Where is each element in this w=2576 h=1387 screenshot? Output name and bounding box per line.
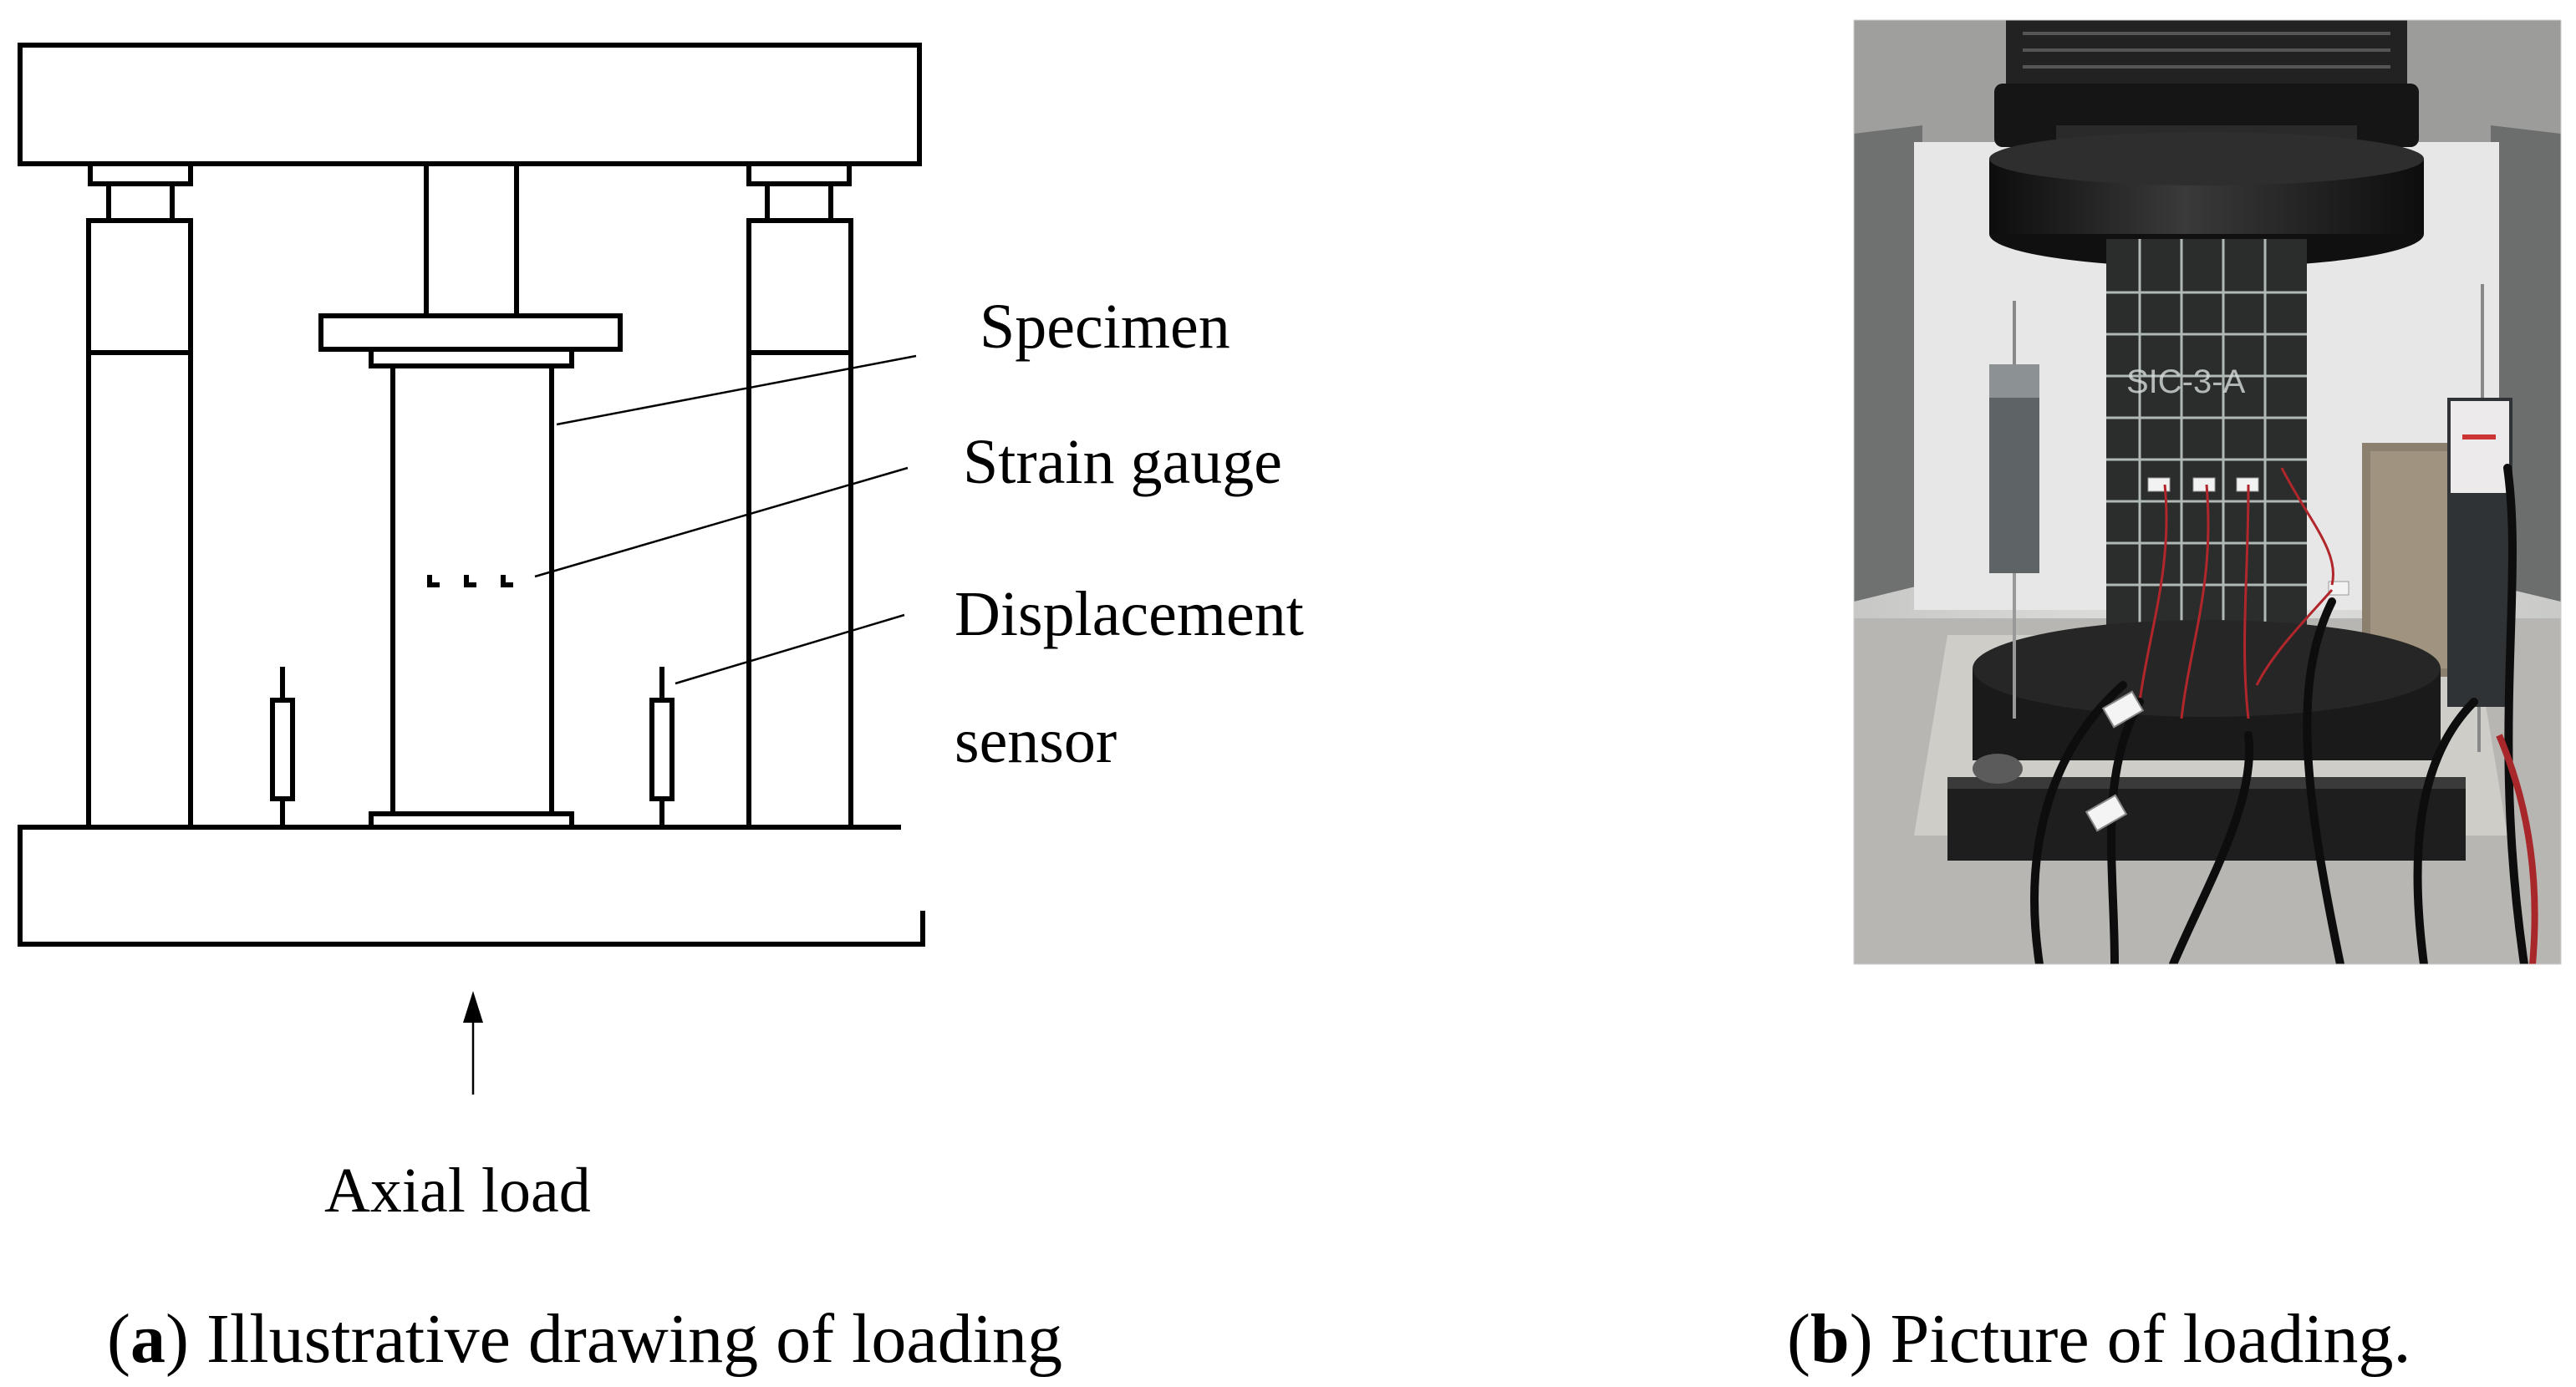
loading-photo: SIC-3-A <box>1854 20 2561 964</box>
photo-specimen-marking: SIC-3-A <box>2126 363 2246 400</box>
caption-b-open-paren: ( <box>1787 1300 1810 1378</box>
caption-b: (b) Picture of loading. <box>1787 1300 2411 1378</box>
specimen-column <box>390 363 554 818</box>
photo-lvdt-left <box>1989 364 2039 573</box>
top-crossbeam <box>18 43 922 166</box>
caption-b-text: ) Picture of loading. <box>1850 1300 2411 1378</box>
displacement-sensor-label-line1: Displacement <box>955 579 1304 649</box>
caption-a-letter: a <box>130 1300 165 1378</box>
displacement-sensor-left <box>270 667 295 827</box>
displacement-leader <box>675 613 905 685</box>
axial-load-arrow <box>463 991 483 1095</box>
loading-plate <box>318 313 623 352</box>
displacement-sensor-right <box>649 667 675 827</box>
leader-lines <box>534 354 917 685</box>
photo-frame <box>1853 19 2562 965</box>
base-plate <box>18 825 925 947</box>
caption-a-text: ) Illustrative drawing of loading <box>165 1300 1062 1378</box>
right-column <box>746 161 853 830</box>
specimen-label: Specimen <box>980 292 1230 362</box>
caption-a-open-paren: ( <box>107 1300 130 1378</box>
photo-specimen <box>2106 239 2307 687</box>
axial-load-label: Axial load <box>324 1156 591 1226</box>
left-column <box>86 161 193 830</box>
loading-schematic <box>18 43 925 947</box>
strain-gauge-label: Strain gauge <box>963 427 1282 497</box>
strain-gauges <box>427 575 513 587</box>
caption-a: (a) Illustrative drawing of loading <box>107 1300 1062 1378</box>
caption-b-letter: b <box>1810 1300 1850 1378</box>
displacement-sensor-label-line2: sensor <box>955 706 1117 776</box>
specimen-leader <box>556 354 917 426</box>
strain-gauge-leader <box>534 466 909 578</box>
